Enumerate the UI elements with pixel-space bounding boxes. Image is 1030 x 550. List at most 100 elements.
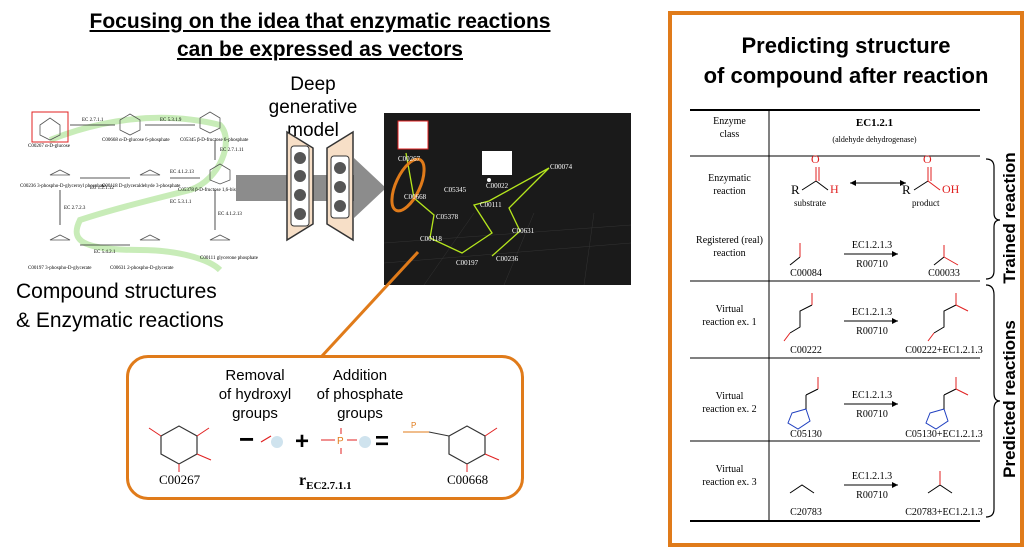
pathway-enzyme-7: EC 5.3.1.1 <box>170 200 192 205</box>
product-label: product <box>912 198 940 208</box>
row2-ec: EC1.2.1.3 <box>851 307 893 318</box>
vector-callout: Removal of hydroxyl groups Addition of p… <box>126 355 524 500</box>
main-title-line2: can be expressed as vectors <box>176 38 463 61</box>
pathway-enzyme-3: EC 2.7.1.11 <box>220 148 244 153</box>
latent-highlight-ellipse <box>390 157 426 213</box>
substrate-o: O <box>811 152 820 166</box>
product-oh: OH <box>942 182 960 196</box>
latent-node-4: C00022 <box>486 182 509 190</box>
predicted-reactions-label: Predicted reactions <box>1000 320 1019 478</box>
enzymatic-reaction-label: Enzymatic reaction <box>708 173 751 197</box>
neurons <box>294 152 346 220</box>
pathway-enzyme-5: EC 4.1.2.13 <box>170 170 194 175</box>
row4-rxn: R00710 <box>856 490 888 501</box>
pathway-molecules <box>39 111 231 241</box>
substrate-label: substrate <box>794 198 826 208</box>
pathway-highlight-bottom <box>73 187 223 273</box>
pathway-diagram: C00267 α-D-glucose C00668 α-D-glucose 6-… <box>20 100 260 278</box>
pathway-compound-2: C00668 α-D-glucose 6-phosphate <box>102 138 170 143</box>
latent-node-1: C00267 <box>398 155 421 163</box>
hydroxyl-fragment <box>260 435 283 448</box>
pathway-compound-6: C05378 β-D-fructose 1,6-bisphosphate <box>178 188 256 193</box>
latent-node-6: C05378 <box>436 213 459 221</box>
main-title: Focusing on the idea that enzymatic reac… <box>0 8 640 64</box>
row4-ec: EC1.2.1.3 <box>851 471 893 482</box>
row3-right: C05130+EC1.2.1.3 <box>905 429 983 440</box>
trained-brace <box>985 158 1001 280</box>
row-molecules <box>783 243 969 494</box>
pathway-compound-9: C00111 glycerone phosphate <box>200 256 258 261</box>
svg-text:P: P <box>337 436 344 447</box>
row2-label: Virtual reaction ex. 1 <box>702 304 757 328</box>
latent-grid <box>384 212 631 285</box>
trained-reaction-label: Trained reaction <box>1000 152 1019 284</box>
generative-model-icon <box>286 130 354 242</box>
pathway-enzyme-2: EC 5.3.1.9 <box>160 118 182 123</box>
latent-node-7: C00111 <box>480 201 502 209</box>
arrow-head <box>354 158 386 218</box>
row1-left: C00084 <box>790 268 822 279</box>
c00267-structure <box>148 425 212 472</box>
compound-caption-line2: & Enzymatic reactions <box>16 309 224 332</box>
row3-rxn: R00710 <box>856 409 888 420</box>
model-label: Deep generative model <box>260 73 366 142</box>
row1-right: C00033 <box>928 268 960 279</box>
pathway-enzyme-1: EC 2.7.1.1 <box>82 118 104 123</box>
generic-aldehyde <box>801 167 829 191</box>
row2-right: C00222+EC1.2.1.3 <box>905 345 983 356</box>
pathway-arrows <box>59 124 216 246</box>
predicted-brace <box>985 284 1001 518</box>
vector-subscript: EC2.7.1.1 <box>306 480 352 493</box>
latent-node-5: C00074 <box>550 163 573 171</box>
product-o: O <box>923 152 932 166</box>
pathway-enzyme-4: EC 1.2.1.12 <box>90 186 114 191</box>
callout-connector-line <box>320 250 420 358</box>
model-label-line1: Deep <box>290 74 336 95</box>
pathway-compound-5: C00118 D-glyceraldehyde 3-phosphate <box>102 184 181 189</box>
equals-sign: = <box>375 428 390 455</box>
glucose-box <box>31 111 69 143</box>
latent-glucose-thumb <box>397 120 429 150</box>
row4-right: C20783+EC1.2.1.3 <box>905 507 983 518</box>
reaction-arrows <box>844 251 898 488</box>
plus-sign: + <box>295 428 310 455</box>
latent-node-10: C00197 <box>456 259 479 267</box>
enzyme-class-label: Enzyme class <box>713 116 746 140</box>
enzyme-class-ec: EC1.2.1 <box>855 117 894 129</box>
latent-space-svg <box>384 120 631 285</box>
main-title-line1: Focusing on the idea that enzymatic reac… <box>89 10 551 33</box>
pathway-compound-3: C05345 β-D-fructose 6-phosphate <box>180 138 249 143</box>
encoder-layer <box>290 145 310 227</box>
row4-left: C20783 <box>790 507 822 518</box>
model-label-line2: generative <box>268 97 358 118</box>
latent-dot <box>487 178 491 182</box>
svg-text:P: P <box>411 421 416 430</box>
prediction-title-line1: Predicting structure <box>741 33 951 58</box>
row1-ec: EC1.2.1.3 <box>851 240 893 251</box>
model-label-line3: model <box>287 120 339 141</box>
prediction-panel: Predicting structure of compound after r… <box>668 11 1024 547</box>
product-r: R <box>902 182 911 197</box>
compound-caption-line1: Compound structures <box>16 280 217 303</box>
pathway-enzyme-8: EC 4.1.2.13 <box>218 212 242 217</box>
latent-pyruvate-thumb <box>482 151 512 175</box>
pathway-compound-1: C00267 α-D-glucose <box>28 144 70 149</box>
row4-label: Virtual reaction ex. 3 <box>702 464 757 488</box>
row3-left: C05130 <box>790 429 822 440</box>
pathway-enzyme-9: EC 5.4.2.1 <box>94 250 116 255</box>
compound-caption: Compound structures & Enzymatic reaction… <box>16 277 224 335</box>
pathway-compound-4: C00236 3-phospho-D-glyceroyl phosphate <box>20 184 106 189</box>
row3-ec: EC1.2.1.3 <box>851 390 893 401</box>
right-compound-id: C00668 <box>447 472 489 487</box>
substrate-h: H <box>830 182 839 196</box>
left-compound-id: C00267 <box>159 472 201 487</box>
latent-path <box>405 152 550 257</box>
pathway-enzyme-6: EC 2.7.2.3 <box>64 206 86 211</box>
addition-label: Addition of phosphate groups <box>316 367 404 422</box>
latent-node-9: C00631 <box>512 227 535 235</box>
phosphate-fragment: P <box>321 428 371 454</box>
row1-rxn: R00710 <box>856 259 888 270</box>
prediction-panel-title: Predicting structure of compound after r… <box>672 31 1020 91</box>
prediction-title-line2: of compound after reaction <box>703 63 989 88</box>
enzyme-class-name: (aldehyde dehydrogenase) <box>832 135 917 144</box>
